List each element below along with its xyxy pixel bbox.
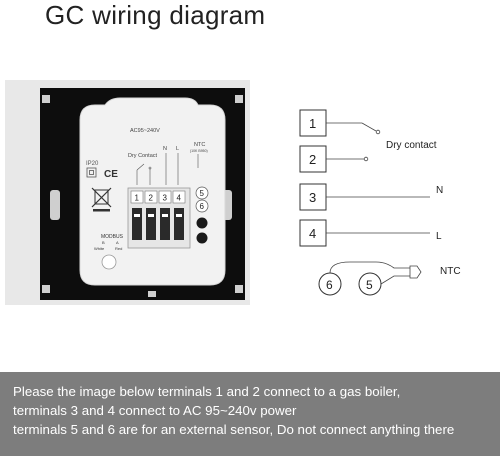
terminal-label: 3 bbox=[163, 194, 168, 203]
panel-tab bbox=[50, 190, 60, 220]
modbus-white-label: White bbox=[94, 246, 105, 251]
l-label: L bbox=[436, 231, 442, 242]
panel-clip bbox=[42, 95, 50, 103]
ntc-label: NTC bbox=[440, 266, 461, 277]
sensor-cable bbox=[329, 261, 422, 285]
page-title: GC wiring diagram bbox=[45, 0, 266, 30]
panel-clip bbox=[235, 95, 243, 103]
ip-rating: IP20 bbox=[86, 161, 99, 167]
ntc-label: NTC bbox=[194, 142, 205, 148]
diagram-sensor-terminal-label: 5 bbox=[366, 278, 373, 292]
diagram-wires bbox=[326, 122, 430, 234]
dry-contact-label: Dry contact bbox=[386, 140, 437, 151]
wiring-diagram: 1 2 3 4 Dry contact N L 6 5 NTC bbox=[299, 109, 461, 296]
diagram-terminal-4 bbox=[299, 219, 327, 247]
caption-line-3: terminals 5 and 6 are for an external se… bbox=[13, 422, 455, 437]
terminal-numbers: 1 2 3 4 bbox=[130, 190, 186, 204]
diagram-terminal-label: 4 bbox=[309, 226, 316, 241]
modbus-red-label: Red bbox=[115, 246, 122, 251]
terminal-label: 4 bbox=[177, 194, 182, 203]
diagram-terminal-label: 1 bbox=[309, 116, 316, 131]
double-insulation-icon bbox=[86, 167, 97, 178]
diagram-sensor-terminal-label: 6 bbox=[326, 278, 333, 292]
n-label: N bbox=[163, 146, 167, 152]
l-label: L bbox=[176, 146, 179, 152]
panel-clip bbox=[235, 285, 243, 293]
terminal-5-badge bbox=[195, 186, 209, 200]
diagram-terminal-label: 3 bbox=[309, 190, 316, 205]
sensor-screw-6 bbox=[196, 232, 208, 244]
terminal-label: 2 bbox=[149, 194, 154, 203]
n-label: N bbox=[436, 185, 443, 196]
terminal-6-label: 6 bbox=[200, 202, 205, 211]
terminal-6-badge bbox=[195, 199, 209, 213]
terminal-5-label: 5 bbox=[200, 189, 205, 198]
modbus-a-label: A bbox=[116, 240, 119, 245]
modbus-connector bbox=[101, 254, 117, 270]
terminal-screws bbox=[132, 208, 184, 240]
thermostat-back-photo: IP20 CE AC95~240V Dry Contact N L NTC (1… bbox=[5, 80, 250, 305]
dry-contact-label: Dry Contact bbox=[128, 153, 158, 159]
bottom-clip bbox=[148, 291, 156, 297]
diagram-terminal-3 bbox=[299, 183, 327, 211]
terminal-label: 1 bbox=[135, 194, 140, 203]
modbus-b-label: B bbox=[102, 240, 105, 245]
dry-contact-symbol bbox=[136, 153, 199, 185]
caption-line-1: Please the image below terminals 1 and 2… bbox=[13, 384, 401, 399]
ce-mark: CE bbox=[104, 169, 118, 180]
diagram-terminal-1 bbox=[299, 109, 327, 137]
diagram-terminal-label: 2 bbox=[309, 152, 316, 167]
weee-bin-icon bbox=[91, 187, 112, 212]
modbus-label: MODBUS bbox=[101, 234, 124, 240]
diagram-terminal-2 bbox=[299, 145, 327, 173]
sensor-screw-5 bbox=[196, 217, 208, 229]
panel-clip bbox=[42, 285, 50, 293]
voltage-label: AC95~240V bbox=[130, 128, 160, 134]
ntc-sub-label: (10K B950) bbox=[190, 149, 208, 153]
caption-line-2: terminals 3 and 4 connect to AC 95~240v … bbox=[13, 403, 297, 418]
caption-bar: Please the image below terminals 1 and 2… bbox=[0, 372, 500, 456]
